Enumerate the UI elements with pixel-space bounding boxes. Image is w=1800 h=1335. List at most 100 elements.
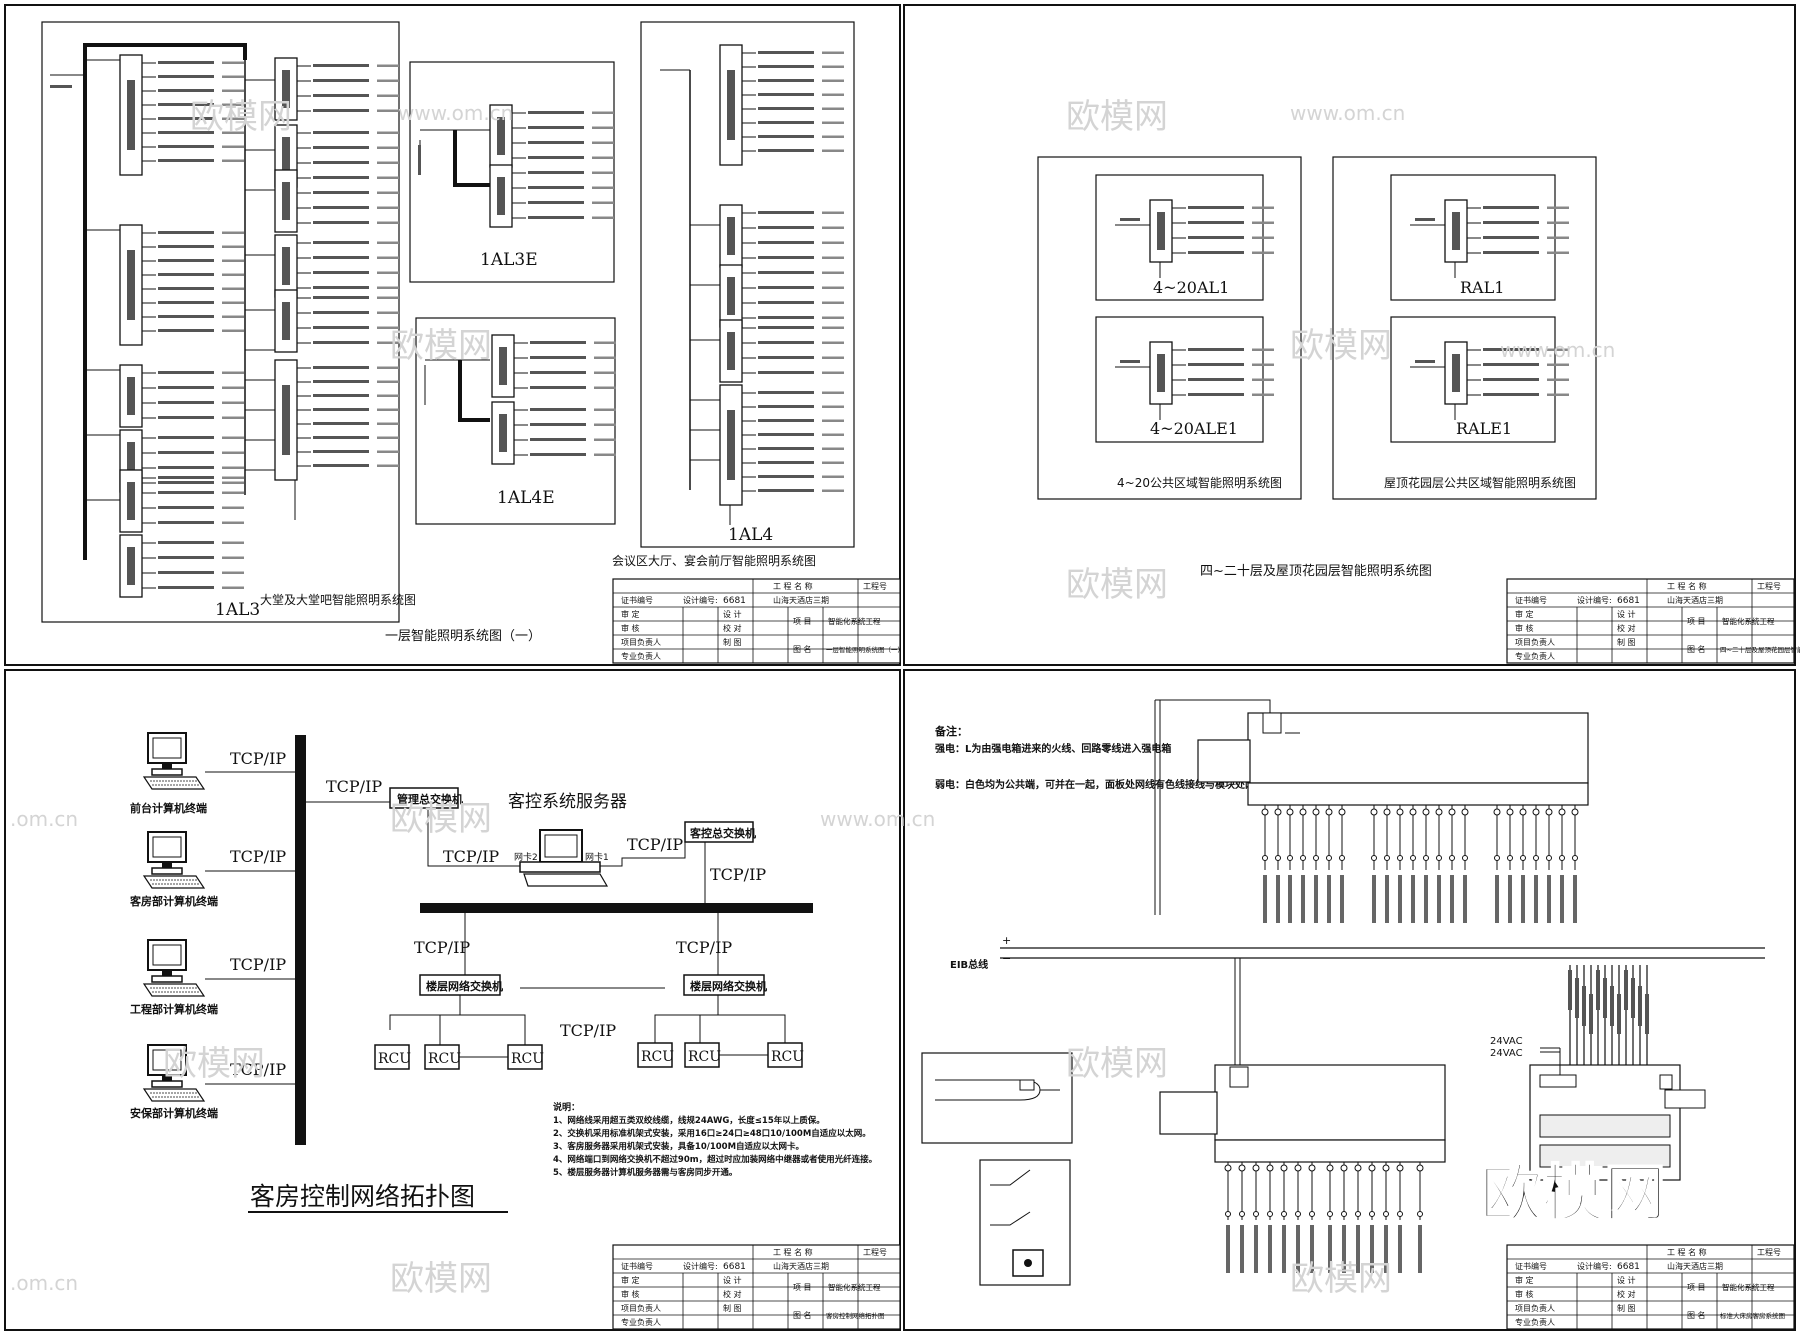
svg-text:www.om.cn: www.om.cn — [1500, 338, 1615, 362]
tb-design-no: 6681 — [723, 1262, 746, 1272]
tb-drawing: 四~二十层及屋顶花园层智能照明系统图 — [1720, 645, 1800, 654]
svg-text:www.om.cn: www.om.cn — [1290, 101, 1405, 125]
tb-number-label: 工程号 — [863, 582, 887, 591]
svg-text:.om.cn: .om.cn — [10, 1271, 78, 1295]
svg-text:TCP/IP: TCP/IP — [230, 749, 286, 768]
tb-design-no: 6681 — [1617, 596, 1640, 606]
eib-bus-label: EIB总线 — [950, 958, 988, 971]
svg-text:强电：L为由强电箱进来的火线、回路零线进入强电箱: 强电：L为由强电箱进来的火线、回路零线进入强电箱 — [935, 742, 1171, 755]
tb-approve: 审 定 — [621, 609, 640, 619]
tb-drawing: 标准大床房客房系统图 — [1720, 1311, 1785, 1320]
tb-item: 项 目 — [1687, 1283, 1706, 1292]
tb-discipline: 专业负责人 — [621, 1317, 661, 1327]
tb-design: 设 计 — [1617, 609, 1636, 619]
svg-text:欧模网: 欧模网 — [390, 1259, 492, 1299]
logo-corner: 欧模网 — [1480, 1157, 1666, 1230]
tb-item: 项 目 — [1687, 617, 1706, 626]
tb-design-no-prefix: 设计编号: — [1577, 595, 1612, 605]
svg-text:欧模网: 欧模网 — [1290, 1259, 1392, 1299]
tb-lead: 项目负责人 — [621, 637, 661, 647]
title-roof-public: 屋顶花园层公共区域智能照明系统图 — [1384, 475, 1576, 490]
tb-name-label: 工 程 名 称 — [1667, 1247, 1707, 1257]
tb-system: 智能化系统工程 — [828, 616, 881, 626]
svg-text:www.om.cn: www.om.cn — [820, 807, 935, 831]
tb-item: 项 目 — [793, 1283, 812, 1292]
tb-discipline: 专业负责人 — [621, 651, 661, 661]
svg-text:3、客房服务器采用机架式安装，具备10/100M自适应以太网: 3、客房服务器采用机架式安装，具备10/100M自适应以太网卡。 — [553, 1141, 804, 1152]
label-1al4: 1AL4 — [728, 525, 773, 545]
svg-text:欧模网: 欧模网 — [1066, 1044, 1168, 1084]
floor-switch-1: 楼层网络交换机 — [426, 979, 503, 993]
tb-cert-label: 证书编号 — [621, 595, 653, 605]
title-network-topology: 客房控制网络拓扑图 — [250, 1182, 475, 1211]
svg-text:TCP/IP: TCP/IP — [230, 847, 286, 866]
label-4-20ale1: 4~20ALE1 — [1150, 419, 1238, 438]
svg-text:24VAC: 24VAC — [1490, 1048, 1523, 1059]
svg-text:欧模网: 欧模网 — [390, 326, 492, 366]
tb-draw: 制 图 — [723, 637, 742, 647]
tb-system: 智能化系统工程 — [1722, 1282, 1775, 1292]
tb-design-no-prefix: 设计编号: — [683, 1261, 718, 1271]
tb-review: 审 核 — [621, 623, 640, 633]
tb-review: 审 核 — [1515, 1289, 1534, 1299]
title-4-20-public: 4~20公共区域智能照明系统图 — [1117, 475, 1282, 490]
panel-first-floor-lighting: 1AL3 大堂及大堂吧智能照明系统图 1AL3E 1AL4E — [41, 21, 855, 644]
module-pins-top — [1261, 805, 1579, 923]
module-pins-bottom — [1224, 1162, 1424, 1273]
svg-text:TCP/IP: TCP/IP — [326, 777, 382, 796]
tb-design-no: 6681 — [1617, 1262, 1640, 1272]
terminal-front-desk: TCP/IP 前台计算机终端 — [130, 732, 295, 815]
svg-text:+: + — [1002, 934, 1011, 947]
tb-project: 山海天酒店三期 — [773, 1261, 829, 1271]
svg-text:欧模网: 欧模网 — [1290, 326, 1392, 366]
tb-drawing: 客房控制网络拓扑图 — [826, 1311, 885, 1320]
terminal-engineering: TCP/IP 工程部计算机终端 — [130, 939, 295, 1016]
guest-switch: 客控总交换机 — [689, 826, 756, 840]
tb-lead: 项目负责人 — [621, 1303, 661, 1313]
tb-system: 智能化系统工程 — [828, 1282, 881, 1292]
terminal-housekeeping: TCP/IP 客房部计算机终端 — [129, 831, 295, 908]
svg-text:网卡2: 网卡2 — [514, 851, 538, 863]
tb-review: 审 核 — [621, 1289, 640, 1299]
svg-text:TCP/IP: TCP/IP — [710, 865, 766, 884]
svg-text:前台计算机终端: 前台计算机终端 — [130, 801, 207, 815]
svg-text:.om.cn: .om.cn — [10, 807, 78, 831]
floor-switch-2: 楼层网络交换机 — [690, 979, 767, 993]
svg-text:TCP/IP: TCP/IP — [560, 1021, 616, 1040]
tb-design: 设 计 — [723, 609, 742, 619]
label-1al4e: 1AL4E — [497, 488, 555, 508]
rcu-2: RCU — [428, 1051, 461, 1067]
svg-text:说明：: 说明： — [553, 1101, 580, 1113]
tb-check: 校 对 — [723, 1289, 742, 1299]
label-1al3: 1AL3 — [215, 600, 260, 620]
terminal-security: TCP/IP 安保部计算机终端 — [130, 1044, 295, 1120]
tb-design: 设 计 — [1617, 1275, 1636, 1285]
svg-text:−: − — [1002, 952, 1011, 965]
network-notes: 说明： 1、网络线采用超五类双绞线缆，线规24AWG，长度≤15年以上质保。 2… — [553, 1101, 877, 1178]
rcu-6: RCU — [771, 1049, 804, 1065]
tb-design-no: 6681 — [723, 596, 746, 606]
title-1al3: 大堂及大堂吧智能照明系统图 — [260, 592, 416, 607]
svg-text:TCP/IP: TCP/IP — [414, 938, 470, 957]
tb-discipline: 专业负责人 — [1515, 1317, 1555, 1327]
tb-draw: 制 图 — [723, 1303, 742, 1313]
tb-name-label: 工 程 名 称 — [1667, 581, 1707, 591]
tb-draw: 制 图 — [1617, 1303, 1636, 1313]
tb-approve: 审 定 — [1515, 609, 1534, 619]
rcu-module: 24VAC 24VAC — [1490, 1036, 1706, 1181]
server-computer-icon — [519, 829, 609, 887]
label-1al3e: 1AL3E — [480, 250, 538, 270]
rcu-1: RCU — [378, 1051, 411, 1067]
tb-check: 校 对 — [1617, 1289, 1636, 1299]
svg-text:工程部计算机终端: 工程部计算机终端 — [130, 1002, 218, 1016]
tb-review: 审 核 — [1515, 623, 1534, 633]
tb-project: 山海天酒店三期 — [773, 595, 829, 605]
svg-text:TCP/IP: TCP/IP — [443, 847, 499, 866]
caption-1al4: 会议区大厅、宴会前厅智能照明系统图 — [612, 553, 816, 568]
tb-cert-label: 证书编号 — [1515, 595, 1547, 605]
computer-icon — [143, 939, 205, 997]
